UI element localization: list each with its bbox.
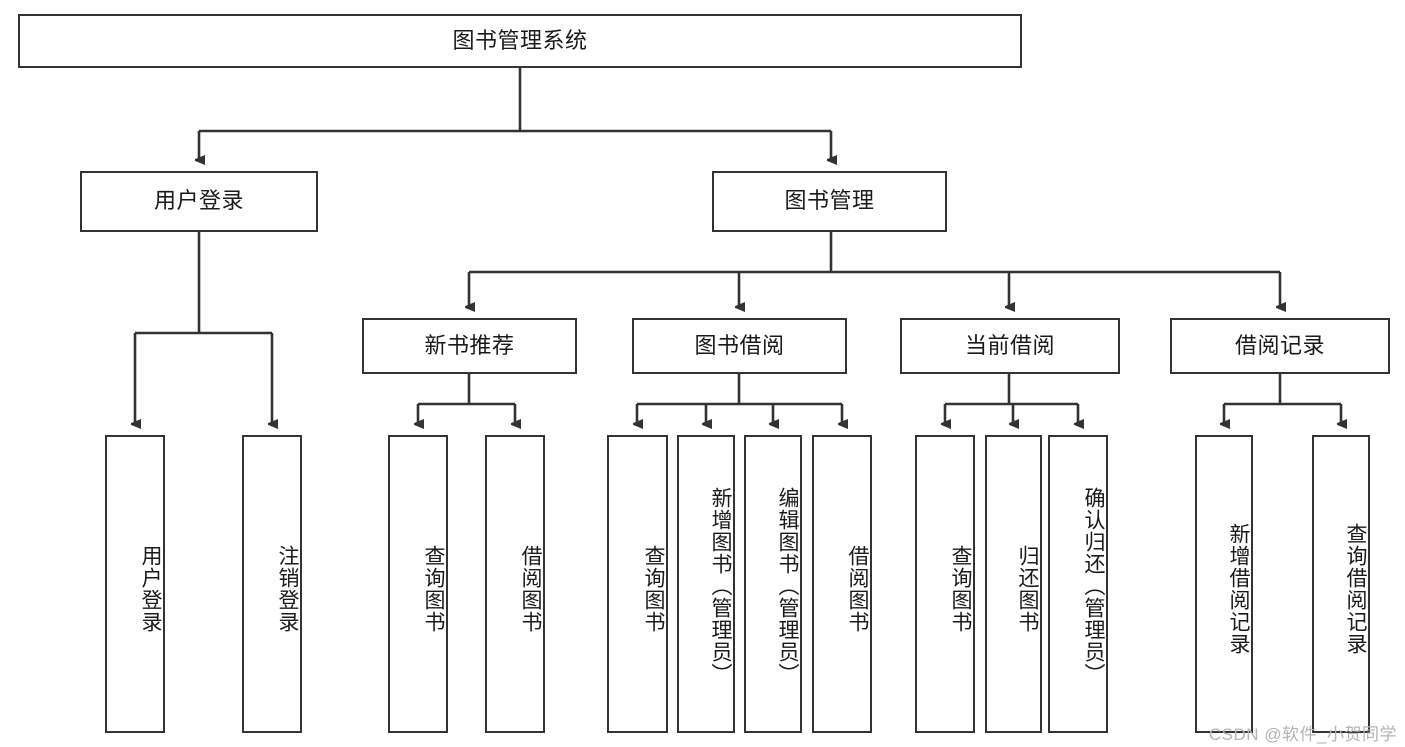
leaf-edit-book-admin-label: 编辑图书（管理员） [776, 487, 799, 685]
node-current-borrow[interactable]: 当前借阅 [900, 318, 1120, 374]
node-root[interactable]: 图书管理系统 [18, 14, 1022, 68]
node-book-management[interactable]: 图书管理 [712, 171, 947, 232]
leaf-confirm-return-admin-label: 确认归还（管理员） [1082, 487, 1105, 685]
leaf-query-book-newbook[interactable]: 查询图书 [388, 435, 448, 733]
node-new-book-recommend[interactable]: 新书推荐 [362, 318, 577, 374]
leaf-borrow-book-label: 借阅图书 [846, 545, 869, 633]
leaf-user-login-label: 用户登录 [139, 545, 162, 633]
leaf-logout-label: 注销登录 [276, 545, 299, 633]
leaf-return-book-label: 归还图书 [1016, 545, 1039, 633]
leaf-query-book-current[interactable]: 查询图书 [915, 435, 975, 733]
leaf-borrow-book-newbook-label: 借阅图书 [519, 545, 542, 633]
leaf-query-book-borrow-label: 查询图书 [642, 545, 665, 633]
leaf-logout[interactable]: 注销登录 [242, 435, 302, 733]
node-root-label: 图书管理系统 [452, 27, 588, 53]
leaf-return-book[interactable]: 归还图书 [985, 435, 1042, 733]
node-borrow-records[interactable]: 借阅记录 [1170, 318, 1390, 374]
leaf-borrow-book-newbook[interactable]: 借阅图书 [485, 435, 545, 733]
node-book-borrow-label: 图书借阅 [694, 332, 785, 358]
watermark: CSDN @软件_小贺同学 [1208, 725, 1397, 744]
leaf-query-book-borrow[interactable]: 查询图书 [607, 435, 668, 733]
leaf-add-borrow-record[interactable]: 新增借阅记录 [1195, 435, 1253, 733]
leaf-add-book-admin-label: 新增图书（管理员） [709, 487, 732, 685]
leaf-query-book-newbook-label: 查询图书 [422, 545, 445, 633]
leaf-add-borrow-record-label: 新增借阅记录 [1227, 523, 1250, 655]
leaf-add-book-admin[interactable]: 新增图书（管理员） [677, 435, 735, 733]
node-user-login-label: 用户登录 [153, 188, 244, 214]
leaf-user-login[interactable]: 用户登录 [105, 435, 165, 733]
node-user-login[interactable]: 用户登录 [80, 171, 318, 232]
node-borrow-records-label: 借阅记录 [1234, 332, 1325, 358]
node-current-borrow-label: 当前借阅 [964, 332, 1055, 358]
node-book-management-label: 图书管理 [784, 188, 875, 214]
node-book-borrow[interactable]: 图书借阅 [632, 318, 847, 374]
leaf-query-borrow-record-label: 查询借阅记录 [1344, 523, 1367, 655]
leaf-query-book-current-label: 查询图书 [949, 545, 972, 633]
node-new-book-recommend-label: 新书推荐 [424, 332, 515, 358]
leaf-edit-book-admin[interactable]: 编辑图书（管理员） [744, 435, 802, 733]
leaf-confirm-return-admin[interactable]: 确认归还（管理员） [1048, 435, 1108, 733]
leaf-borrow-book[interactable]: 借阅图书 [812, 435, 872, 733]
leaf-query-borrow-record[interactable]: 查询借阅记录 [1312, 435, 1370, 733]
